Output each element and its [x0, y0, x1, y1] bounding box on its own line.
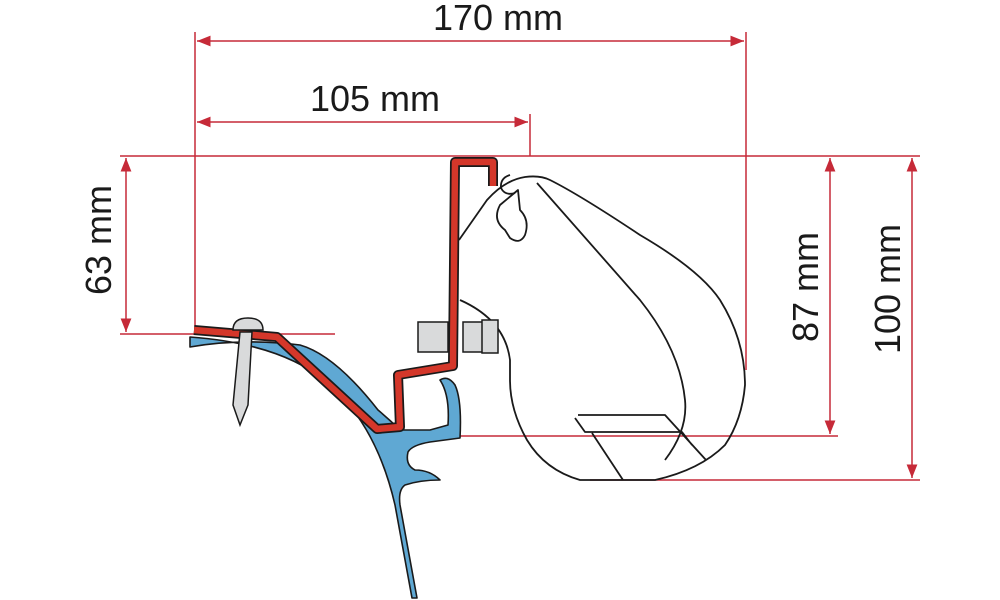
- label-100mm: 100 mm: [867, 224, 908, 354]
- roof-profile: [189, 336, 462, 599]
- label-63mm: 63 mm: [78, 185, 119, 295]
- label-87mm: 87 mm: [785, 232, 826, 342]
- bolt: [417, 319, 499, 354]
- label-105mm: 105 mm: [310, 78, 440, 119]
- screw: [232, 317, 264, 428]
- mounting-bracket: [193, 157, 498, 434]
- awning-cassette: [458, 174, 746, 481]
- label-170mm: 170 mm: [433, 0, 563, 38]
